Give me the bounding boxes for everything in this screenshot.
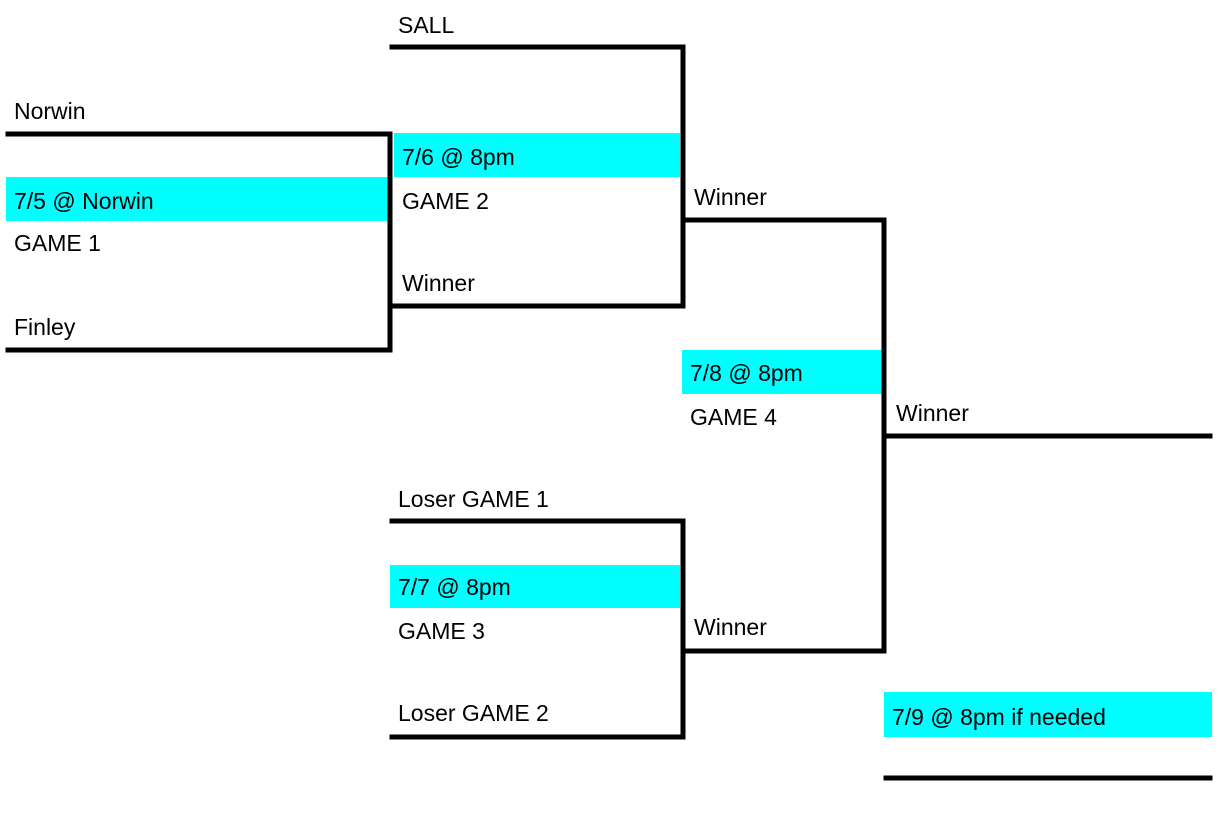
game1-team-top: Norwin <box>14 98 86 124</box>
game3-team-top: Loser GAME 1 <box>398 486 549 512</box>
game5-date-highlight <box>884 692 1212 737</box>
game4-winner-out: Winner <box>896 400 969 426</box>
game3-team-bottom: Loser GAME 2 <box>398 700 549 726</box>
game2-winner-out: Winner <box>694 184 767 210</box>
game4-date-highlight <box>682 350 882 394</box>
game3-date-highlight <box>390 565 680 608</box>
game4-label: GAME 4 <box>690 404 777 430</box>
game1-date: 7/5 @ Norwin <box>14 188 154 214</box>
game3-date: 7/7 @ 8pm <box>398 574 511 600</box>
game4-date: 7/8 @ 8pm <box>690 360 803 386</box>
game5-date: 7/9 @ 8pm if needed <box>892 704 1106 730</box>
game2-label: GAME 2 <box>402 188 489 214</box>
game1-team-bottom: Finley <box>14 314 76 340</box>
game2-date: 7/6 @ 8pm <box>402 144 515 170</box>
game3-winner-out: Winner <box>694 614 767 640</box>
game3-label: GAME 3 <box>398 618 485 644</box>
game2-winner-in: Winner <box>402 270 475 296</box>
game2-team-top: SALL <box>398 12 455 38</box>
game1-label: GAME 1 <box>14 230 101 256</box>
game2-date-highlight <box>394 133 680 177</box>
game1-date-highlight <box>6 177 390 221</box>
